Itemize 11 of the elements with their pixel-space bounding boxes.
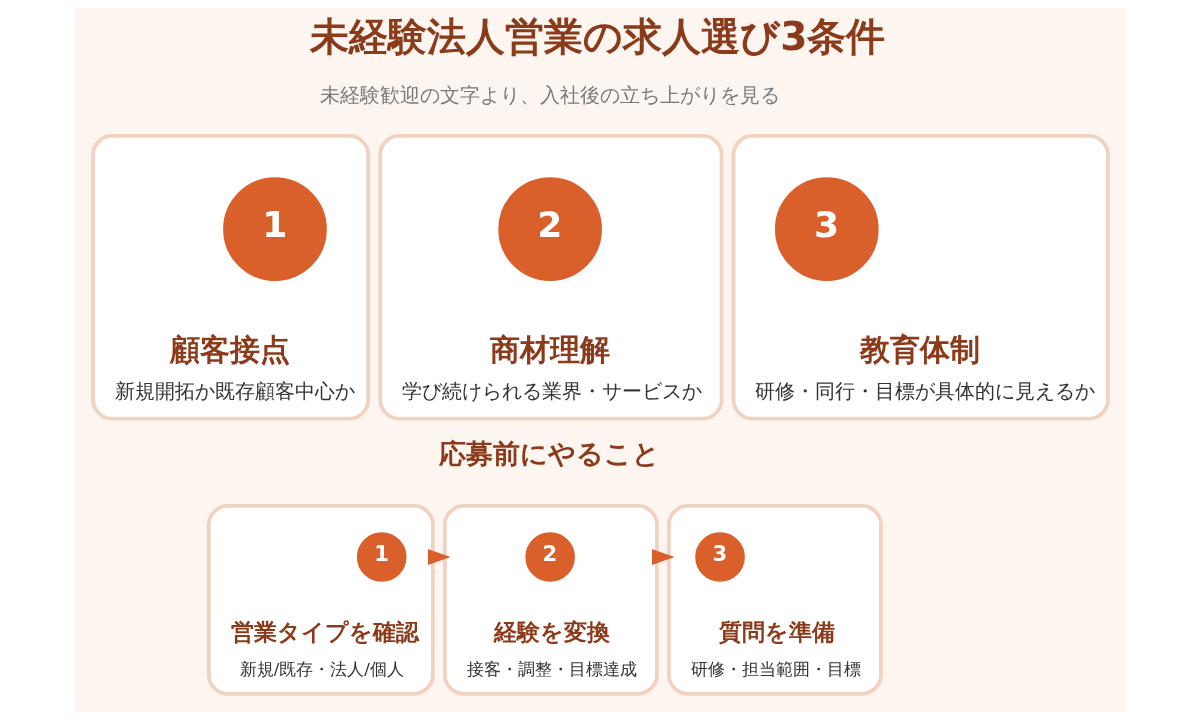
node-circle: 3 [774, 177, 879, 282]
node-circle: 2 [497, 177, 602, 282]
label: 応募前にやること [438, 437, 660, 469]
node-circle: 3 [694, 532, 745, 582]
arrow [651, 549, 675, 565]
node-circle: 2 [524, 532, 575, 582]
diagram-title: 未経験法人営業の求人選び3条件 [309, 13, 886, 59]
arrow [427, 549, 451, 565]
node-circle: 1 [356, 532, 407, 582]
label: 未経験歓迎の文字より、入社後の立ち上がりを見る [319, 83, 780, 107]
node-circle: 1 [222, 177, 327, 282]
